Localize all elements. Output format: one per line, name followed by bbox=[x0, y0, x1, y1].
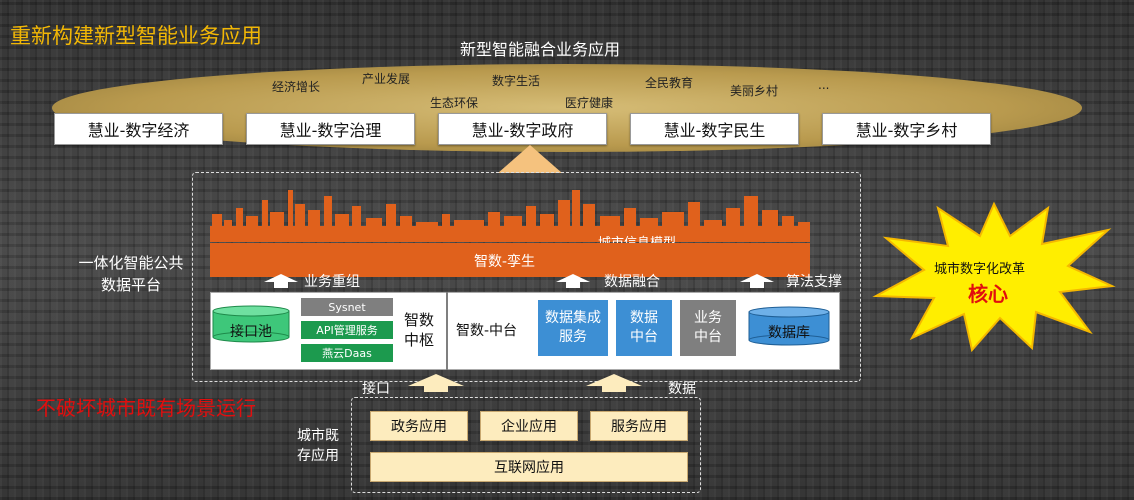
notice-text: 不破坏城市既有场景运行 bbox=[36, 396, 256, 420]
enterprise-app-box: 企业应用 bbox=[480, 411, 578, 441]
hui-box-livelihood: 慧业-数字民生 bbox=[630, 113, 799, 145]
existing-apps-frame bbox=[351, 397, 701, 493]
data-flow-label: 数据 bbox=[668, 381, 696, 397]
gov-app-box: 政务应用 bbox=[370, 411, 468, 441]
daas-label: 燕云Daas bbox=[301, 344, 393, 362]
keyword-education: 全民教育 bbox=[645, 76, 694, 90]
arrow-up-icon bbox=[556, 274, 590, 288]
data-zhongtai-box: 数据中台 bbox=[616, 300, 672, 356]
keyword-village: 美丽乡村 bbox=[730, 84, 779, 98]
apps-title: 新型智能融合业务应用 bbox=[460, 40, 621, 59]
data-integration-box: 数据集成服务 bbox=[538, 300, 608, 356]
platform-label: 一体化智能公共数据平台 bbox=[78, 254, 184, 294]
arrow-label-fusion: 数据融合 bbox=[604, 274, 660, 290]
business-zhongtai-box: 业务中台 bbox=[680, 300, 736, 356]
internet-app-box: 互联网应用 bbox=[370, 452, 688, 482]
keyword-economy: 经济增长 bbox=[272, 80, 321, 94]
interface-pool-cylinder-icon bbox=[212, 305, 290, 343]
arrow-up-icon bbox=[264, 274, 298, 288]
twin-bar bbox=[210, 243, 810, 277]
city-skyline-icon bbox=[210, 190, 810, 242]
zhongtai-label: 智数-中台 bbox=[456, 323, 518, 339]
keyword-health: 医疗健康 bbox=[565, 96, 614, 110]
arrow-label-algorithm: 算法支撑 bbox=[786, 274, 842, 290]
page-title: 重新构建新型智能业务应用 bbox=[10, 24, 262, 48]
twin-label: 智数-孪生 bbox=[474, 254, 536, 270]
service-app-box: 服务应用 bbox=[590, 411, 688, 441]
keyword-digital-life: 数字生活 bbox=[492, 74, 541, 88]
burst-star-icon bbox=[872, 201, 1116, 352]
arrow-label-reorg: 业务重组 bbox=[304, 274, 360, 290]
hui-box-governance: 慧业-数字治理 bbox=[246, 113, 415, 145]
existing-apps-label: 城市既存应用 bbox=[297, 428, 339, 464]
up-triangle-icon bbox=[498, 145, 562, 173]
hui-box-government: 慧业-数字政府 bbox=[438, 113, 607, 145]
star-line2: 核心 bbox=[968, 282, 1008, 306]
hub-divider bbox=[446, 292, 448, 370]
keyword-industry: 产业发展 bbox=[362, 72, 411, 86]
api-management-label: API管理服务 bbox=[301, 321, 393, 339]
interface-flow-label: 接口 bbox=[362, 381, 390, 397]
hui-box-economy: 慧业-数字经济 bbox=[54, 113, 223, 145]
sysnet-label: Sysnet bbox=[301, 298, 393, 316]
interface-pool-label: 接口池 bbox=[230, 324, 272, 340]
arrow-up-icon bbox=[740, 274, 774, 288]
interface-arrow-icon bbox=[408, 374, 464, 392]
star-line1: 城市数字化改革 bbox=[934, 262, 1026, 277]
keyword-more: ... bbox=[818, 78, 830, 92]
database-label: 数据库 bbox=[768, 325, 810, 341]
hub-label: 智数中枢 bbox=[403, 311, 434, 349]
hui-box-village: 慧业-数字乡村 bbox=[822, 113, 991, 145]
data-arrow-icon bbox=[586, 374, 642, 392]
keyword-ecology: 生态环保 bbox=[430, 96, 479, 110]
platform-frame bbox=[192, 172, 861, 382]
database-cylinder-icon bbox=[748, 306, 830, 346]
